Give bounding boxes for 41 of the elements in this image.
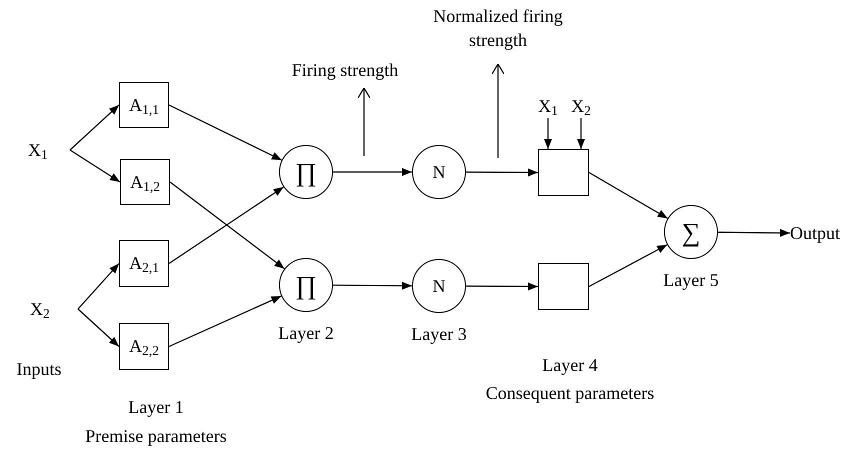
arrow [718, 228, 790, 237]
arrow [70, 104, 120, 150]
arrow [544, 118, 552, 149]
arrow [333, 168, 412, 176]
consequent-box [538, 149, 589, 196]
membership-function-box: A$_{2,2}$ [119, 323, 169, 370]
layer-label: Layer 5 [662, 269, 720, 292]
normalization-node: N [412, 259, 466, 313]
output-label: Output [790, 221, 862, 245]
arrow [78, 263, 120, 310]
product-node: ∏ [279, 145, 333, 199]
arrow [491, 63, 505, 158]
membership-function-box: A$_{1,2}$ [120, 159, 170, 205]
membership-function-box: A$_{2,1}$ [119, 240, 169, 287]
arrow [577, 118, 585, 149]
arrow [333, 282, 412, 290]
layer-label: Layer 4 [541, 354, 599, 377]
summation-node: ∑ [664, 205, 718, 259]
arrow [168, 296, 282, 348]
membership-function-box: A$_{1,1}$ [119, 82, 169, 128]
consequent-box [538, 263, 589, 310]
product-node: ∏ [279, 258, 333, 312]
arrow [588, 172, 668, 219]
input-variable-label: X$_{1}$ [28, 138, 70, 162]
layer-label: Premise parameters [84, 425, 228, 448]
arrow [70, 150, 120, 182]
layer-label: Consequent parameters [484, 382, 656, 405]
layer-label: Inputs [16, 358, 62, 381]
arrow [466, 282, 538, 290]
arrow [357, 87, 371, 156]
input-variable-label: X$_{2}$ [571, 94, 591, 118]
arrow [168, 104, 282, 161]
layer-label: Layer 3 [410, 323, 468, 346]
input-variable-label: X$_{2}$ [30, 297, 78, 321]
arrow [588, 244, 668, 288]
normalization-node: N [412, 145, 466, 199]
input-variable-label: X$_{1}$ [538, 94, 558, 118]
arrow [78, 308, 120, 347]
arrow [466, 168, 538, 176]
layer-label: Layer 2 [277, 322, 335, 345]
layer-label: Layer 1 [127, 396, 185, 419]
